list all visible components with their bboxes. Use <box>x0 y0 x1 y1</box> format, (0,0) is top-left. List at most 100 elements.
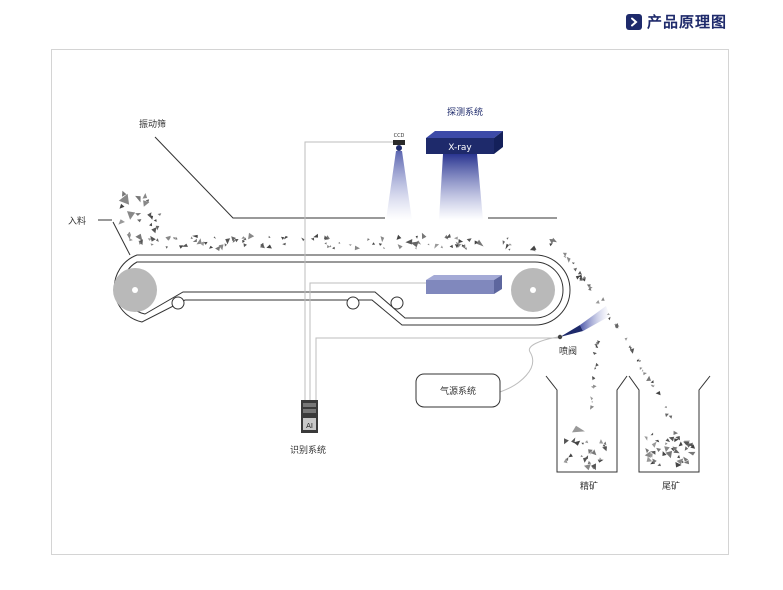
ore-particle <box>372 242 376 245</box>
nozzle <box>557 306 610 340</box>
ore-particle <box>579 275 582 281</box>
label-recognition-system: 识别系统 <box>290 444 326 456</box>
ore-particle <box>126 234 132 240</box>
ore-particle <box>199 241 205 246</box>
ore-particle <box>665 413 669 418</box>
ore-particle <box>266 244 272 249</box>
ore-particle <box>231 236 236 242</box>
ore-particle <box>248 232 255 240</box>
ore-particle <box>628 345 631 348</box>
ore-particle <box>584 440 589 444</box>
ore-particle <box>147 238 152 241</box>
ore-particle <box>563 255 567 259</box>
ore-particle <box>592 351 597 355</box>
ore-particle <box>410 241 419 248</box>
ore-particle <box>213 236 217 239</box>
ore-particle <box>118 193 130 205</box>
ore-particle <box>593 384 597 389</box>
ore-particle <box>602 444 606 447</box>
xray-detector-plate <box>426 275 502 294</box>
ore-particle <box>650 432 654 436</box>
ore-particle <box>506 237 509 240</box>
ore-particle <box>581 442 584 445</box>
ore-particle <box>327 245 331 249</box>
ore-particle <box>588 449 593 454</box>
section-heading: 产品原理图 <box>625 11 727 32</box>
ore-particle <box>591 449 597 456</box>
ore-particle <box>590 396 594 401</box>
ore-particle <box>668 436 675 442</box>
ore-particle <box>135 213 142 216</box>
ore-particle <box>654 439 660 443</box>
ore-particle <box>668 415 673 419</box>
ore-particle <box>122 190 127 197</box>
ore-particle <box>367 238 370 241</box>
ore-particle <box>310 237 315 241</box>
ore-particle <box>584 464 591 471</box>
ore-particle <box>674 438 679 443</box>
label-detection-system: 探测系统 <box>447 106 483 118</box>
diagram-frame <box>51 49 729 555</box>
label-concentrate: 精矿 <box>580 480 598 492</box>
ore-particle <box>588 287 592 291</box>
label-tailings: 尾矿 <box>662 480 680 492</box>
ore-particle <box>465 247 467 250</box>
ore-particle <box>232 239 236 243</box>
ore-particle <box>644 451 651 458</box>
ore-particle <box>190 236 194 239</box>
ore-particle <box>348 244 352 246</box>
ore-particle <box>155 225 160 231</box>
ore-particle <box>380 236 385 243</box>
ore-particle <box>338 242 341 244</box>
ore-particle <box>595 344 599 349</box>
label-ccd: CCD <box>394 133 405 139</box>
ore-particle <box>260 242 264 247</box>
ore-particle <box>127 211 136 220</box>
ore-particle <box>599 439 604 444</box>
ore-particle <box>656 447 662 452</box>
ore-particle <box>594 366 597 370</box>
ore-particle <box>573 267 577 272</box>
ore-particle <box>179 245 184 249</box>
ore-particle <box>324 235 329 240</box>
ore-particle <box>587 284 591 287</box>
ore-particle <box>662 451 667 456</box>
ore-particle <box>571 262 575 265</box>
ccd-camera: CCD <box>386 133 412 220</box>
ore-particle <box>665 442 668 445</box>
ore-particle <box>225 238 231 245</box>
ore-particle <box>192 234 198 238</box>
ore-particle <box>502 240 505 245</box>
chevron-right-icon <box>625 13 642 30</box>
ore-particle <box>676 458 684 465</box>
ai-computer <box>301 400 318 433</box>
ore-particle <box>637 358 640 361</box>
ore-particle <box>324 242 327 245</box>
ore-particle <box>175 236 178 240</box>
ore-particle <box>683 441 690 446</box>
ore-particle <box>224 243 227 247</box>
ore-particle <box>434 243 440 249</box>
label-nozzle: 喷阀 <box>559 346 577 357</box>
ore-particle <box>243 237 247 241</box>
ore-particle <box>466 238 472 242</box>
ore-particle <box>454 244 459 249</box>
ore-particle <box>590 405 595 410</box>
ore-particle <box>583 456 589 463</box>
ore-particle <box>383 247 386 249</box>
ore-particle <box>657 463 661 467</box>
label-xray: X-ray <box>448 143 472 153</box>
ore-particle <box>138 240 142 245</box>
ore-particle <box>638 360 641 363</box>
signal-lines <box>304 141 559 400</box>
ore-particle <box>581 276 586 280</box>
ore-particle <box>643 372 647 376</box>
ore-particle <box>165 246 168 249</box>
ore-particle <box>595 300 600 304</box>
ore-particle <box>591 400 593 403</box>
ore-particle <box>636 359 640 362</box>
vibrating-screen <box>154 136 557 219</box>
ore-particle <box>615 325 619 329</box>
ore-particles <box>118 190 696 471</box>
ore-particle <box>684 446 689 451</box>
